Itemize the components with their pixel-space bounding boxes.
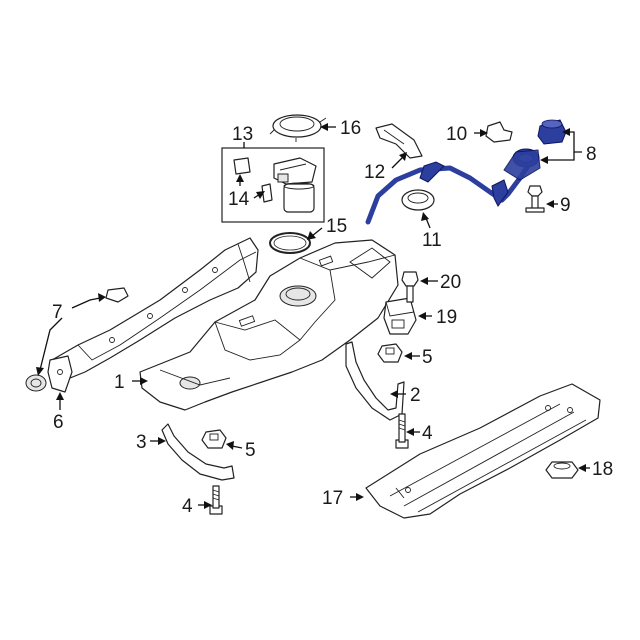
bolt-20[interactable] [401,271,419,303]
fuel-tank[interactable] [139,239,399,411]
push-pin-7[interactable] [25,287,129,392]
bracket-6[interactable] [47,355,73,393]
callout-19: 19 [436,307,457,328]
callout-16: 16 [340,118,361,139]
callout-9: 9 [560,195,571,216]
callout-1: 1 [114,372,125,393]
callout-20: 20 [440,272,461,293]
fuel-pump-group-box [221,147,325,223]
fuel-door-11[interactable] [401,189,435,211]
nut-5-lower[interactable] [201,429,227,449]
vent-valve-19[interactable] [383,297,417,335]
skid-plate[interactable] [365,383,601,519]
callout-10: 10 [446,124,467,145]
callout-5-upper: 5 [422,347,433,368]
callout-4-lower: 4 [182,496,193,517]
callout-11: 11 [422,230,442,251]
gasket-15[interactable] [269,232,311,254]
tank-strap-2[interactable] [345,341,405,421]
filler-cap-8[interactable] [537,119,567,145]
nut-18[interactable] [545,461,579,479]
heat-shield-12[interactable] [375,123,423,159]
leader-lines [36,123,590,509]
bolt-4-upper[interactable] [395,413,409,449]
pump-sensor-14[interactable] [233,157,273,203]
callout-labels: 1 2 3 4 4 5 5 6 7 8 9 10 11 12 13 14 15 … [52,118,613,517]
filler-pipe[interactable] [365,148,541,225]
bolt-4-lower[interactable] [209,485,223,515]
filler-housing-10[interactable] [485,121,513,143]
tank-strap-3[interactable] [161,423,235,481]
callout-4-upper: 4 [422,423,433,444]
callout-6: 6 [53,412,64,433]
callout-12: 12 [364,162,385,183]
callout-15: 15 [326,216,347,237]
bolt-9[interactable] [525,185,545,213]
callout-5-lower: 5 [245,440,256,461]
callout-2: 2 [410,385,421,406]
tank-side-shield[interactable] [49,237,259,383]
callout-17: 17 [322,488,343,509]
callout-18: 18 [592,459,613,480]
callout-14: 14 [228,189,250,210]
callout-7: 7 [52,302,63,323]
fuel-pump-module-13[interactable] [273,157,317,213]
nut-5-upper[interactable] [377,343,403,363]
callout-8: 8 [586,144,597,165]
callout-13: 13 [232,124,253,145]
lock-ring-16[interactable] [269,114,327,142]
callout-3: 3 [136,432,147,453]
